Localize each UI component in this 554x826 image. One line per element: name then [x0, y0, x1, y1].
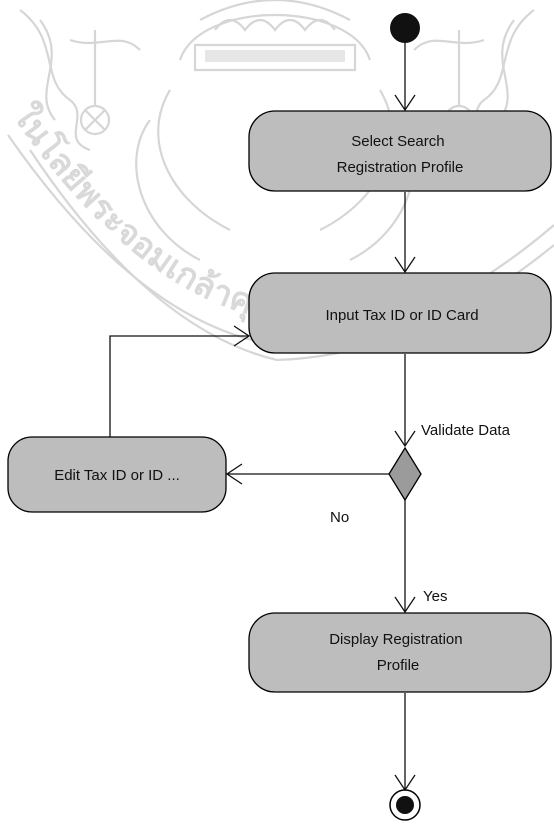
final-node	[389, 789, 421, 821]
arrowhead-edit	[225, 463, 243, 485]
arrowhead-input-loop	[233, 325, 251, 347]
guard-validate-data: Validate Data	[421, 422, 511, 439]
guard-no: No	[330, 509, 349, 526]
arrowhead-select	[394, 94, 416, 112]
arrowhead-input	[394, 256, 416, 274]
guard-yes: Yes	[423, 588, 447, 605]
activity-select-search	[248, 110, 552, 192]
decision-node	[388, 446, 422, 502]
initial-node	[390, 13, 420, 43]
watermark-seal	[135, 0, 415, 261]
activity-edit-tax-id	[7, 436, 227, 513]
activity-input-tax-id-label: Input Tax ID or ID Card	[325, 307, 478, 324]
activity-display-profile	[248, 612, 552, 693]
activity-display-profile-label: Display Registration Profile	[329, 631, 467, 674]
watermark-ornament-left	[19, 9, 141, 152]
activity-select-search-label: Select Search Registration Profile	[337, 133, 464, 176]
activity-input-tax-id	[248, 272, 552, 354]
edge-edit-to-input	[109, 335, 249, 438]
activity-edit-tax-id-label: Edit Tax ID or ID ...	[54, 467, 180, 484]
arrowhead-decision	[394, 430, 416, 448]
arrowhead-display	[394, 596, 416, 614]
